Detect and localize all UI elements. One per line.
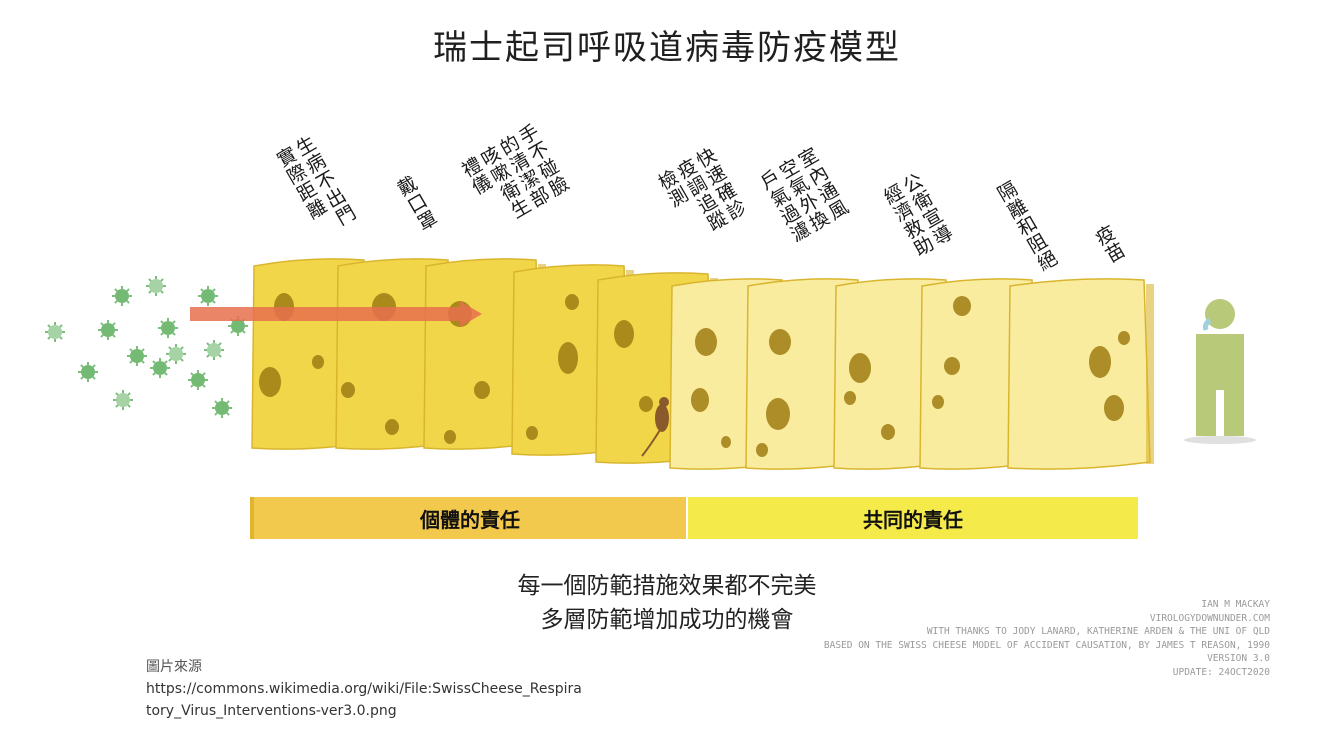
cheese-hole-7-3 [756,443,768,457]
virus-particle-7 [146,276,166,296]
cheese-hole-1-2 [259,367,281,397]
credit-version: Version 3.0 [1207,653,1270,664]
person-shadow-icon [1184,436,1256,444]
virus-particle-4 [113,390,133,410]
virus-particle-3 [98,320,118,340]
virus-particle-2 [78,362,98,382]
cheese-hole-6-1 [695,328,717,356]
summary-line-1: 每一個防範措施效果都不完美 [517,573,817,599]
virus-particle-6 [127,346,147,366]
cheese-hole-3-2 [474,381,490,399]
person-right-leg-icon [1224,388,1244,436]
cheese-hole-5-1 [614,320,634,348]
virus-particle-10 [166,344,186,364]
virus-path-arrowhead [460,301,482,327]
cheese-hole-3-3 [444,430,456,444]
source-label: 圖片來源 [146,659,202,675]
summary-line-2: 多層防範增加成功的機會 [540,607,794,633]
virus-particle-9 [158,318,178,338]
virus-path-arrow [190,307,460,321]
source-url-line-1: https://commons.wikimedia.org/wiki/File:… [146,681,582,697]
mouse-tail-icon [641,429,661,457]
source-url-line-2: tory_Virus_Interventions-ver3.0.png [146,703,397,719]
cheese-hole-7-2 [766,398,790,430]
credit-update: Update: 24Oct2020 [1172,666,1270,678]
cheese-hole-6-3 [721,436,731,448]
cheese-hole-4-3 [526,426,538,440]
cheese-hole-8-2 [881,424,895,440]
mouse-icon [655,404,669,432]
cheese-hole-10-1 [1089,346,1111,378]
cheese-hole-2-3 [385,419,399,435]
cheese-hole-10-3 [1118,331,1130,345]
cheese-hole-9-3 [932,395,944,409]
cheese-hole-2-2 [341,382,355,398]
cheese-hole-8-3 [844,391,856,405]
band-individual-responsibility: 個體的責任 [250,497,686,539]
cheese-hole-9-1 [953,296,971,316]
virus-particle-11 [188,370,208,390]
cheese-hole-6-2 [691,388,709,412]
cheese-hole-10-2 [1104,395,1124,421]
cheese-hole-1-3 [312,355,324,369]
virus-particle-1 [45,322,65,342]
cheese-hole-9-2 [944,357,960,375]
virus-particle-12 [198,286,218,306]
cheese-slice-10-edge [1146,284,1154,464]
virus-particle-14 [212,398,232,418]
person-head-icon [1205,299,1235,329]
cheese-hole-5-2 [639,396,653,412]
mouse-head-icon [659,397,669,407]
credits-block: Ian M Mackay virologydownunder.com With … [750,598,1270,679]
cheese-slice-10 [1007,278,1151,470]
band-shared-responsibility: 共同的責任 [688,497,1138,539]
cheese-hole-4-1 [558,342,578,374]
cheese-hole-4-2 [565,294,579,310]
page-title: 瑞士起司呼吸道病毒防疫模型 [433,28,901,68]
person-mask-icon [1203,317,1212,331]
credit-based-on: Based on the Swiss cheese model of accid… [823,639,1270,651]
cheese-hole-8-1 [849,353,871,383]
person-torso-icon [1196,334,1244,390]
cheese-hole-7-1 [769,329,791,355]
virus-particle-13 [204,340,224,360]
person-left-leg-icon [1196,388,1216,436]
credit-author: Ian M Mackay [1201,599,1270,610]
virus-particle-8 [150,358,170,378]
credit-thanks: With thanks to Jody Lanard, Katherine Ar… [926,626,1270,637]
credit-site: virologydownunder.com [1149,612,1270,624]
virus-particle-5 [112,286,132,306]
